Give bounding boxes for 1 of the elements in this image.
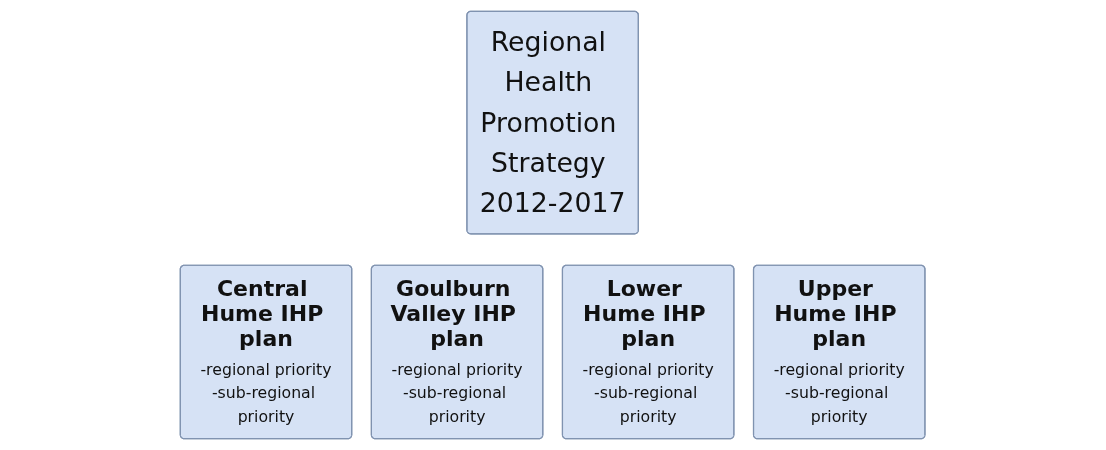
diagram: Regional Health Promotion Strategy 2012-2017 Central Hume IHP plan -regional priority -sub-regional priority Goulburn Valley IHP plan -regional priority -sub-regional priority Lower Hume IHP plan -regional priority -sub-regional priority Upper Hume IHP plan -regional priority -sub-regional priority [174, 5, 932, 445]
